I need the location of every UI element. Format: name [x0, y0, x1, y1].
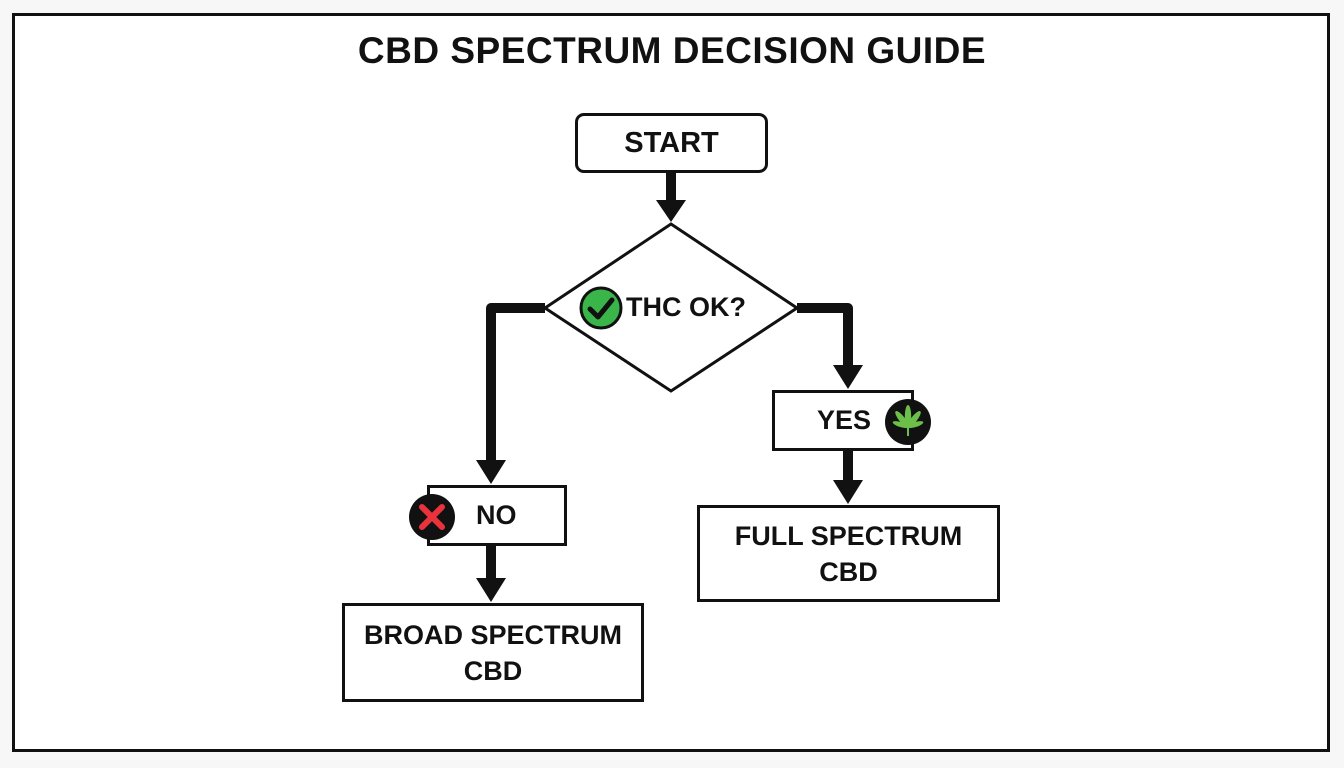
broad-spectrum-label-line2: CBD — [463, 655, 523, 686]
full-spectrum-node: FULL SPECTRUM CBD — [697, 505, 1000, 602]
arrowhead-decision-yes — [833, 365, 863, 389]
diagram-title: CBD SPECTRUM DECISION GUIDE — [357, 30, 987, 71]
broad-spectrum-node: BROAD SPECTRUM CBD — [342, 603, 644, 702]
full-spectrum-label-line2: CBD — [819, 556, 878, 587]
arrowhead-decision-no — [476, 460, 506, 484]
connector-decision-yes — [797, 303, 853, 367]
arrowhead-start-decision — [656, 200, 686, 222]
cannabis-leaf-icon — [885, 399, 931, 445]
decision-label: THC OK? — [626, 292, 746, 322]
check-icon — [579, 286, 623, 330]
full-spectrum-label-line1: FULL SPECTRUM — [734, 520, 963, 551]
yes-label: YES — [817, 405, 872, 435]
cross-icon — [409, 494, 455, 540]
arrowhead-no-broad — [476, 578, 506, 602]
broad-spectrum-label-line1: BROAD SPECTRUM — [363, 619, 622, 650]
start-node: START — [575, 113, 768, 173]
no-label: NO — [476, 500, 517, 530]
decision-diamond — [542, 222, 800, 393]
connector-decision-no — [486, 303, 545, 462]
arrowhead-yes-full — [833, 480, 863, 504]
start-label: START — [624, 126, 719, 159]
